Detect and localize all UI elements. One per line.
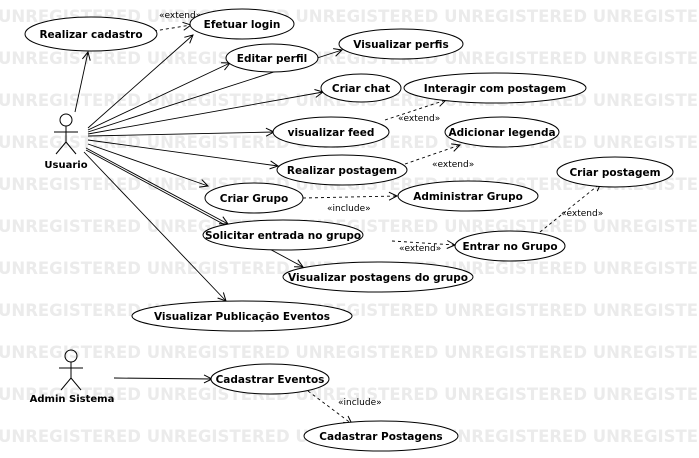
assoc-criar-chat — [87, 92, 323, 135]
extend-criar-postagem-line — [539, 183, 601, 233]
use-case-label: Cadastrar Postagens — [319, 431, 442, 443]
extend-legenda-line — [404, 145, 460, 165]
watermark-line: UNREGISTERED UNREGISTERED UNREGISTERED U… — [0, 385, 699, 404]
assoc-visualizar-feed — [87, 132, 274, 136]
extend-login-label: «extend» — [159, 11, 201, 21]
use-case-label: Entrar no Grupo — [462, 241, 557, 253]
use-case-visualizar-feed[interactable]: visualizar feed — [272, 116, 390, 148]
use-case-label: Administrar Grupo — [413, 191, 523, 203]
use-case-label: Criar Grupo — [220, 193, 288, 205]
use-case-label: Efetuar login — [204, 19, 281, 31]
use-case-criar-grupo[interactable]: Criar Grupo — [204, 182, 304, 214]
assoc-criar-grupo — [87, 143, 208, 186]
use-case-label: Adicionar legenda — [448, 127, 555, 139]
assoc-visualizar-publicacao-eventos — [83, 151, 226, 301]
include-administrar-line — [302, 196, 397, 198]
extend-interagir-label: «extend» — [398, 114, 440, 124]
use-case-entrar-grupo[interactable]: Entrar no Grupo — [454, 230, 566, 262]
extend-legenda-label: «extend» — [432, 160, 474, 170]
watermark-line: UNREGISTERED UNREGISTERED UNREGISTERED U… — [0, 49, 699, 68]
watermark-line: UNREGISTERED UNREGISTERED UNREGISTERED U… — [0, 343, 699, 362]
use-case-label: Cadastrar Eventos — [216, 374, 325, 386]
use-case-administrar-grupo[interactable]: Administrar Grupo — [397, 180, 539, 212]
use-case-label: Visualizar perfis — [353, 39, 448, 51]
include-administrar-label: «include» — [327, 204, 371, 214]
use-case-label: Criar postagem — [569, 167, 660, 179]
actor-admin-sistema[interactable]: Admin Sistema — [30, 349, 115, 405]
use-case-label: Editar perfil — [237, 53, 307, 65]
assoc-realizar-postagem — [87, 139, 278, 166]
use-case-label: Solicitar entrada no grupo — [205, 230, 361, 242]
actor-usuario-icon — [54, 113, 78, 155]
include-cadastrar-postagens-label: «include» — [338, 398, 382, 408]
dependencies: «extend» «extend» «extend» «include» «ex… — [153, 11, 603, 424]
use-case-label: Interagir com postagem — [424, 83, 566, 95]
use-case-visualizar-perfis[interactable]: Visualizar perfis — [338, 28, 464, 60]
extend-interagir-line — [384, 100, 446, 121]
use-case-criar-chat[interactable]: Criar chat — [320, 73, 402, 103]
assoc-cadastrar-eventos — [113, 378, 212, 379]
extend-entrar-label: «extend» — [399, 244, 441, 254]
use-case-label: Visualizar postagens do grupo — [288, 272, 468, 284]
assoc-editar-perfil — [87, 63, 230, 131]
use-case-label: Visualizar Publicação Eventos — [154, 311, 330, 323]
use-case-adicionar-legenda[interactable]: Adicionar legenda — [444, 116, 560, 148]
use-case-label: Realizar cadastro — [39, 29, 142, 41]
extend-entrar-line — [391, 241, 455, 245]
use-case-label: visualizar feed — [288, 127, 375, 139]
use-case-cadastrar-postagens[interactable]: Cadastrar Postagens — [303, 420, 459, 452]
watermark-line: UNREGISTERED UNREGISTERED UNREGISTERED U… — [0, 7, 699, 26]
actor-usuario-label: Usuario — [44, 160, 87, 171]
use-case-efetuar-login[interactable]: Efetuar login — [189, 8, 295, 40]
use-case-interagir-postagem[interactable]: Interagir com postagem — [403, 72, 587, 104]
actor-usuario[interactable]: Usuario — [44, 113, 88, 171]
use-case-visualizar-postagens-grupo[interactable]: Visualizar postagens do grupo — [282, 261, 474, 293]
extend-criar-postagem-label: «extend» — [561, 209, 603, 219]
use-case-solicitar-entrada[interactable]: Solicitar entrada no grupo — [202, 219, 364, 251]
actor-admin-label: Admin Sistema — [30, 394, 115, 405]
use-case-realizar-cadastro[interactable]: Realizar cadastro — [24, 16, 158, 52]
assoc-realizar-cadastro — [74, 52, 88, 113]
use-case-editar-perfil[interactable]: Editar perfil — [225, 43, 319, 73]
assoc-solicitar-entrada — [85, 147, 228, 224]
use-case-visualizar-publicacao-eventos[interactable]: Visualizar Publicação Eventos — [131, 300, 353, 332]
associations — [74, 35, 342, 379]
use-case-label: Realizar postagem — [287, 165, 397, 177]
use-case-cadastrar-eventos[interactable]: Cadastrar Eventos — [210, 363, 330, 395]
use-case-label: Criar chat — [332, 83, 390, 95]
use-case-criar-postagem[interactable]: Criar postagem — [556, 156, 674, 188]
use-cases: Realizar cadastro Efetuar login Editar p… — [24, 8, 674, 452]
actor-admin-icon — [59, 349, 83, 391]
use-case-realizar-postagem[interactable]: Realizar postagem — [276, 154, 408, 186]
assoc-efetuar-login — [87, 35, 193, 129]
extend-login-line — [153, 25, 191, 32]
